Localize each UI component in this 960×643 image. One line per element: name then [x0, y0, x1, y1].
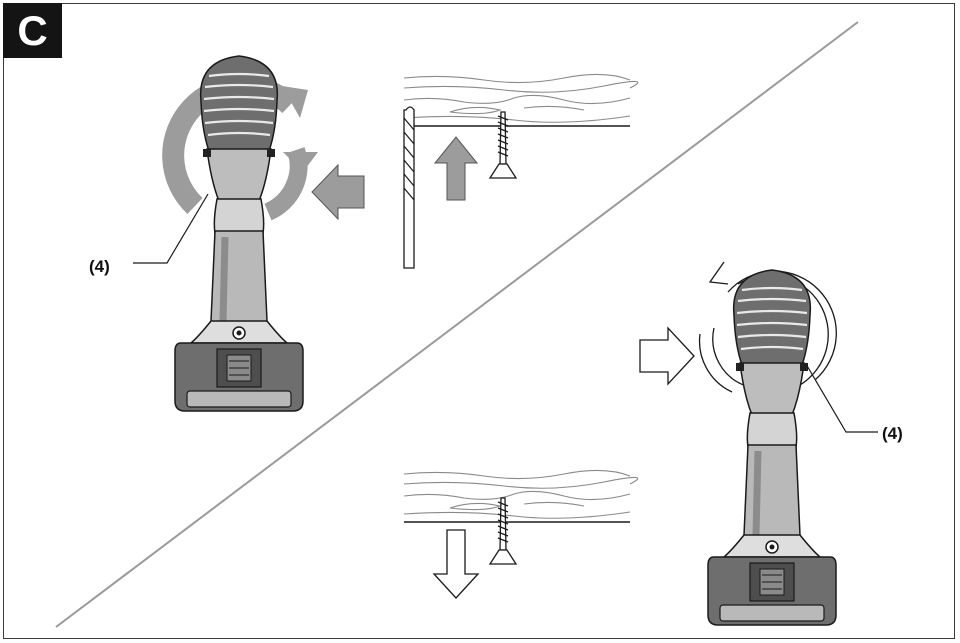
drilling-detail: [403, 73, 639, 269]
wood-board-icon-lower: [403, 469, 639, 523]
drill-bit-icon: [403, 106, 415, 269]
figure-frame: [3, 3, 955, 639]
wood-board-icon: [403, 73, 639, 127]
screw-icon: [489, 111, 517, 179]
reverse-detail: [403, 469, 639, 599]
callout-label-left: (4): [89, 257, 110, 276]
callout-label-right: (4): [882, 424, 903, 443]
forward-rotation-group: [133, 56, 365, 411]
diagonal-divider: [55, 21, 859, 628]
cordless-drill-icon-reverse: [708, 270, 836, 625]
reverse-rotation-group: [639, 261, 878, 625]
push-arrow-icon: [311, 163, 365, 221]
panel-label: C: [3, 3, 62, 58]
